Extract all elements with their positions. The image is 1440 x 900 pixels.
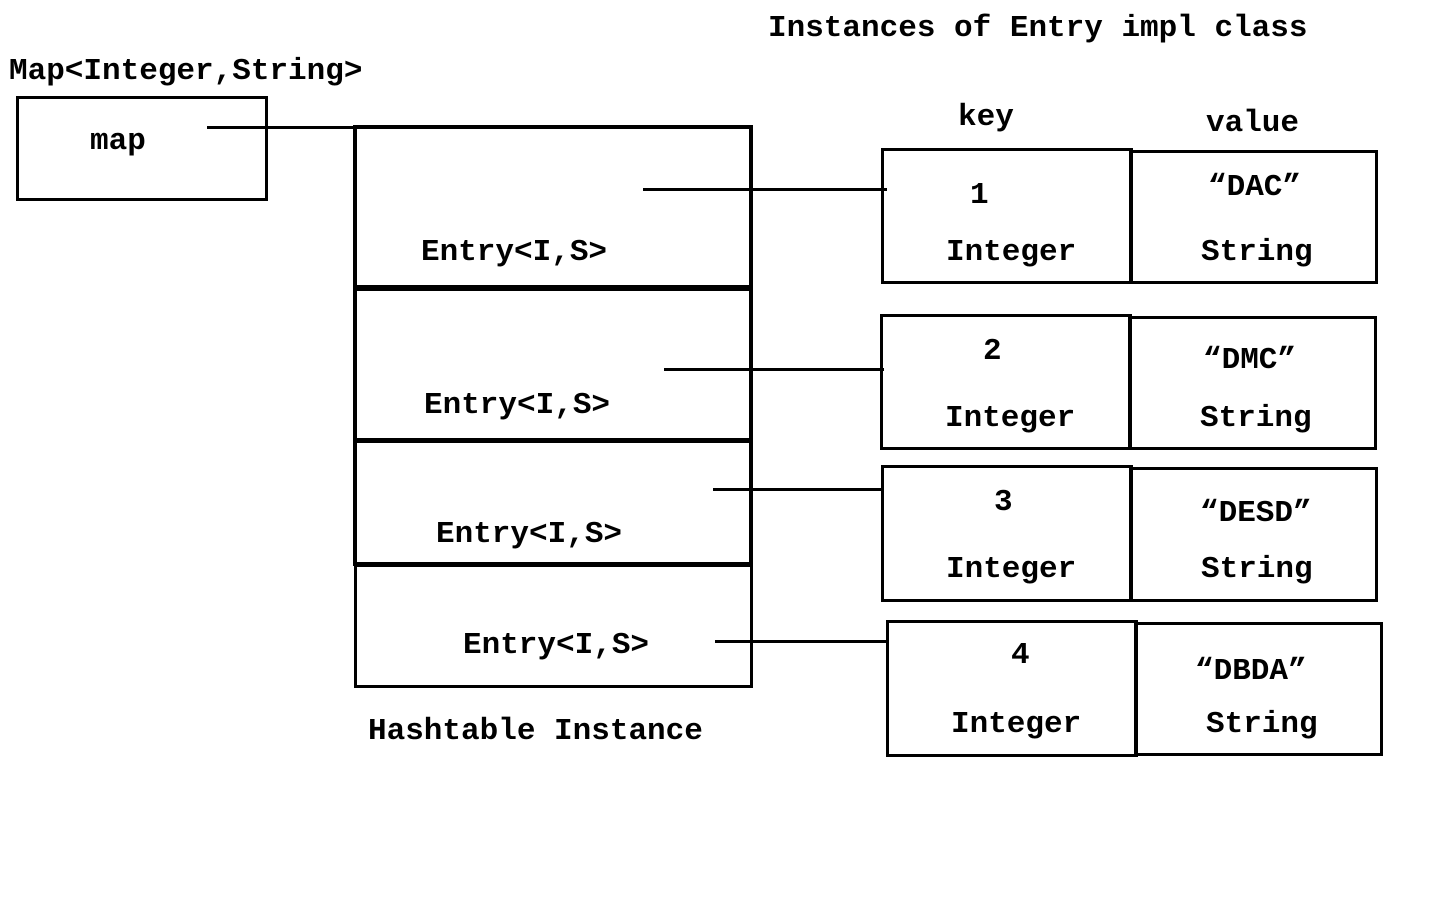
entry-1-value-box	[1129, 150, 1378, 284]
entry-3-key-type: Integer	[946, 552, 1077, 587]
entry-2-value-type: String	[1200, 401, 1312, 436]
value-column-header: value	[1206, 106, 1300, 141]
bucket-4-entry-label: Entry<I,S>	[463, 628, 650, 663]
map-to-hashtable-connector	[207, 126, 355, 129]
map-variable-box	[16, 96, 268, 201]
bucket-3-entry-label: Entry<I,S>	[436, 517, 623, 552]
entry-4-key: 4	[1011, 638, 1030, 673]
entry-instances-heading: Instances of Entry impl class	[768, 11, 1308, 46]
bucket-1-entry-label: Entry<I,S>	[421, 235, 608, 270]
entry-1-value: “DAC”	[1208, 170, 1302, 205]
key-column-header: key	[958, 100, 1014, 135]
hashtable-bucket-4	[354, 564, 753, 688]
entry-4-value-type: String	[1206, 707, 1318, 742]
map-variable-label: map	[90, 124, 146, 159]
bucket-2-entry-label: Entry<I,S>	[424, 388, 611, 423]
entry-4-connector	[715, 640, 889, 643]
entry-2-connector	[664, 368, 884, 371]
entry-3-value: “DESD”	[1200, 496, 1312, 531]
entry-3-key: 3	[994, 485, 1013, 520]
entry-2-value-box	[1128, 316, 1377, 450]
entry-2-key-type: Integer	[945, 401, 1076, 436]
entry-1-key: 1	[970, 178, 989, 213]
entry-3-connector	[713, 488, 884, 491]
entry-4-value: “DBDA”	[1195, 654, 1307, 689]
entry-3-value-type: String	[1201, 552, 1313, 587]
entry-1-key-type: Integer	[946, 235, 1077, 270]
entry-4-key-type: Integer	[951, 707, 1082, 742]
hashtable-label: Hashtable Instance	[368, 714, 703, 749]
entry-2-value: “DMC”	[1203, 343, 1297, 378]
entry-3-value-box	[1129, 467, 1378, 602]
entry-4-value-box	[1134, 622, 1383, 756]
entry-2-key: 2	[983, 334, 1002, 369]
entry-1-connector	[643, 188, 887, 191]
entry-1-value-type: String	[1201, 235, 1313, 270]
map-type-label: Map<Integer,String>	[9, 54, 363, 89]
